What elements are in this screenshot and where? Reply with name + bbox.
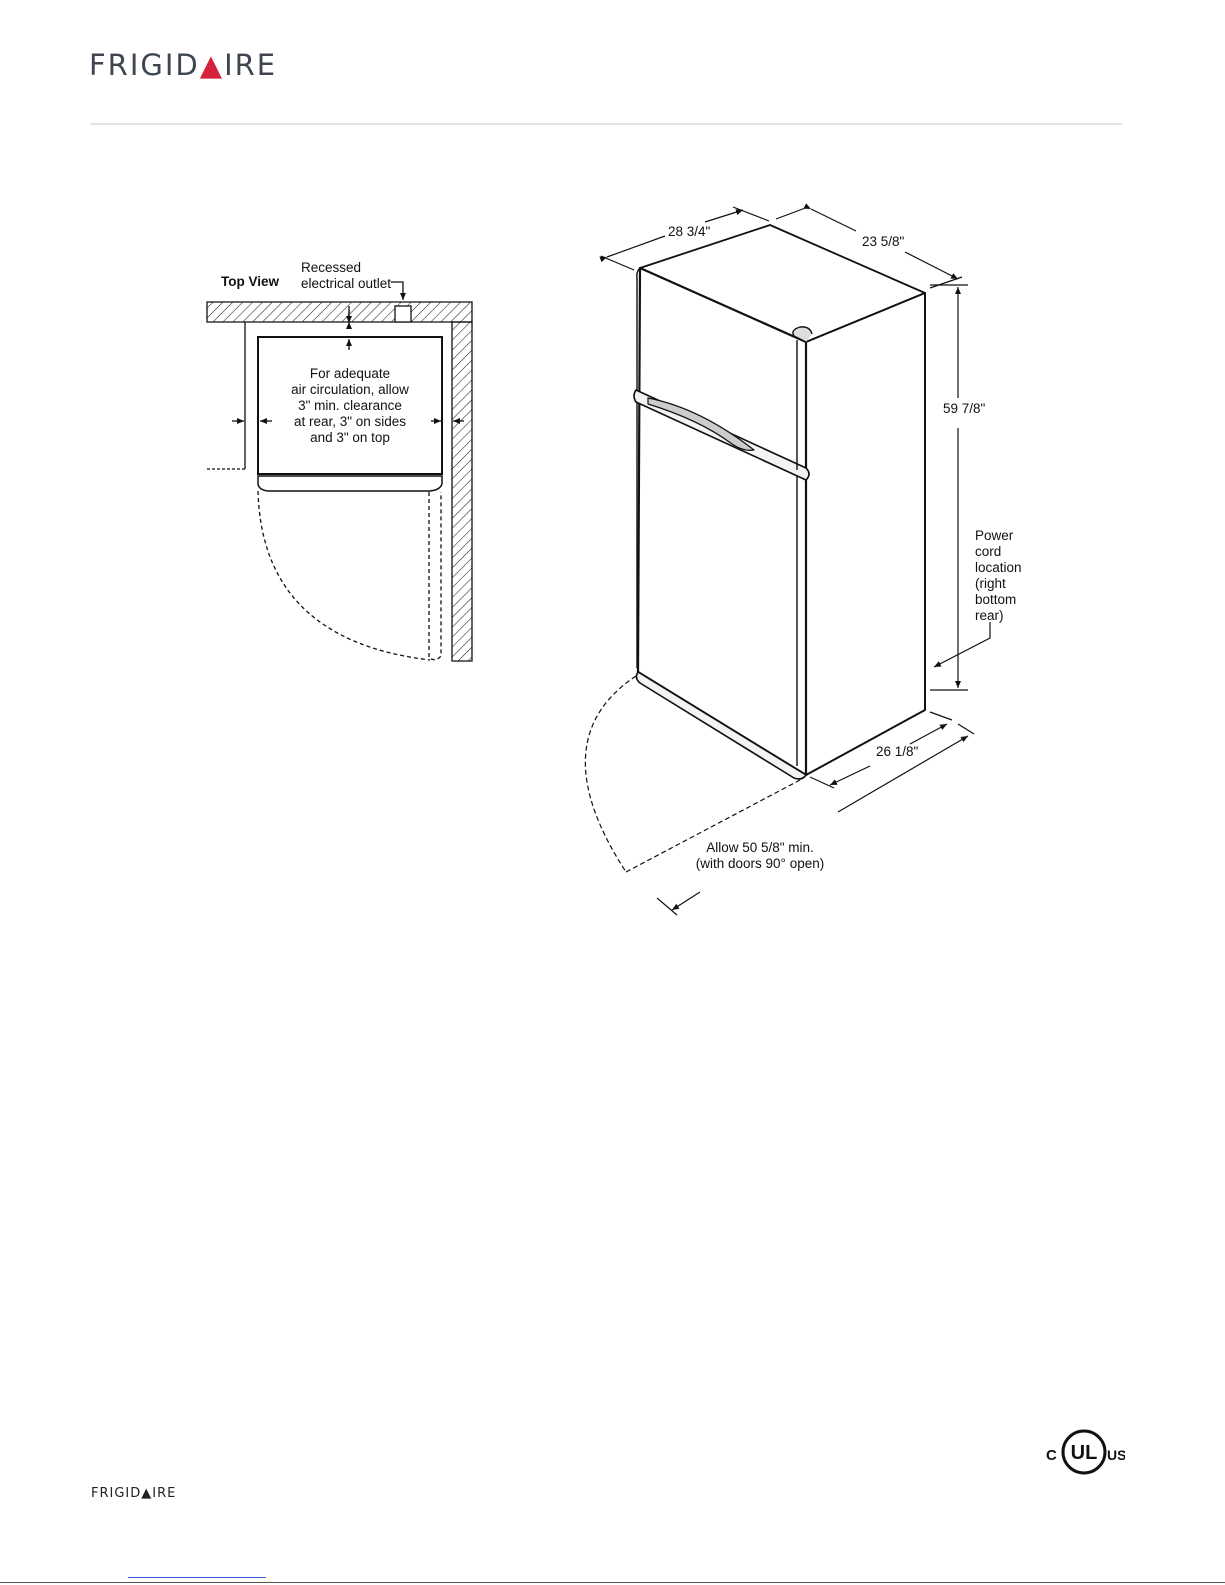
ul-center-text: UL (1071, 1442, 1098, 1464)
door-swing-arc (258, 491, 430, 660)
fridge-door-swing (585, 676, 636, 872)
side-wall (452, 322, 472, 661)
footer-logo-triangle-icon: ▲ (141, 1486, 152, 1501)
back-wall (207, 302, 472, 322)
power-cord-label: Power cord location (right bottom rear) (975, 528, 1022, 624)
ul-seal-icon: C UL US (1043, 1428, 1125, 1476)
footer-logo-prefix: FRIGID (91, 1486, 141, 1501)
footer-link-underline[interactable] (128, 1577, 266, 1578)
page-bottom-rule (0, 1582, 1225, 1583)
ul-us-text: US (1107, 1447, 1125, 1463)
ul-certification-mark: C UL US (1043, 1428, 1125, 1476)
allow-clearance-label: Allow 50 5/8" min. (with doors 90° open) (690, 840, 830, 872)
fridge-isometric (585, 225, 925, 872)
fridge-side-face (806, 293, 925, 775)
fridge-front-face (638, 268, 806, 775)
dimension-height: 59 7/8" (943, 401, 985, 417)
dimension-depth: 23 5/8" (862, 234, 904, 250)
outlet-leader (391, 282, 403, 300)
footer-logo-suffix: IRE (152, 1486, 176, 1501)
ul-c-text: C (1046, 1447, 1057, 1464)
outlet-box (395, 306, 411, 322)
dimension-depth-door-open: 26 1/8" (876, 744, 918, 760)
clearance-note: For adequate air circulation, allow 3" m… (270, 366, 430, 446)
frigidaire-footer-logo: FRIGID▲IRE (91, 1486, 176, 1501)
outlet-label: Recessed electrical outlet (301, 260, 391, 292)
top-view-diagram (207, 282, 472, 661)
fridge-door-top (258, 476, 442, 491)
top-view-title: Top View (221, 274, 279, 290)
dimension-width: 28 3/4" (668, 224, 710, 240)
